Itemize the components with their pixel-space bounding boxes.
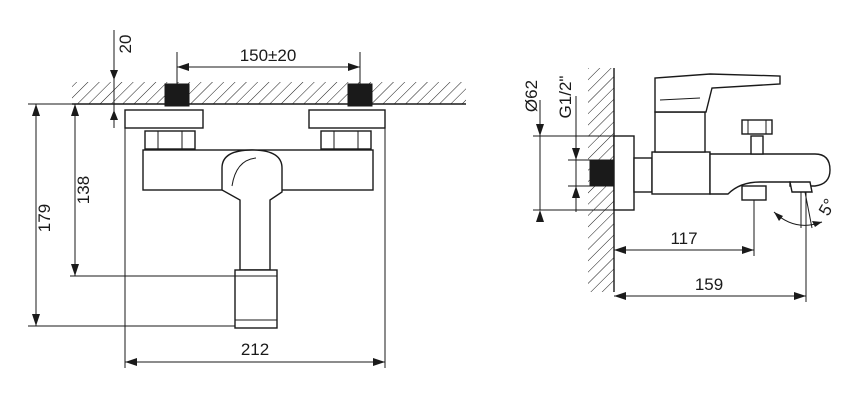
side-flange — [613, 135, 635, 211]
dim-spout-reach-long: 159 — [614, 192, 807, 302]
dim-height-total: 179 — [28, 103, 235, 327]
dim-width-total-label: 212 — [241, 340, 269, 359]
dim-angle-label: 5° — [815, 195, 840, 219]
dim-flange-diameter: Ø62 — [522, 80, 614, 222]
dim-thread: G1/2" — [556, 76, 590, 212]
dim-inlet-spacing: 150±20 — [176, 46, 361, 90]
left-flange — [124, 109, 204, 129]
front-view: 20 150±20 179 138 — [28, 30, 466, 368]
dim-spout-reach-short-label: 117 — [670, 229, 697, 248]
side-lever — [654, 73, 781, 113]
side-aerator — [741, 185, 767, 201]
dim-width-total: 212 — [124, 128, 386, 368]
dim-inlet-spacing-label: 150±20 — [240, 46, 297, 65]
dim-wall-offset: 20 — [110, 30, 135, 128]
right-flange — [308, 109, 386, 129]
dim-height-spout: 138 — [70, 104, 235, 277]
side-inlet-connector — [589, 159, 615, 187]
dim-spout-reach-short: 117 — [614, 200, 755, 256]
dim-thread-label: G1/2" — [556, 76, 575, 119]
side-cartridge — [654, 111, 706, 153]
dim-spout-reach-long-label: 159 — [695, 275, 723, 294]
side-view: Ø62 G1/2" 117 159 — [522, 68, 840, 302]
dim-angle: 5° — [773, 191, 840, 229]
side-hex-nut — [633, 157, 653, 193]
dim-height-spout-label: 138 — [74, 176, 93, 204]
diverter-knob — [741, 119, 773, 155]
side-spout — [709, 153, 831, 195]
right-hex-nut — [320, 130, 372, 150]
front-spout — [234, 269, 278, 329]
side-mixer-body — [651, 151, 711, 195]
left-hex-nut — [144, 130, 196, 150]
dim-flange-diameter-label: Ø62 — [522, 80, 541, 112]
dim-height-total-label: 179 — [35, 204, 54, 232]
front-wall-hatch — [72, 82, 466, 105]
dim-wall-offset-label: 20 — [116, 35, 135, 54]
mixer-lever — [221, 149, 283, 271]
